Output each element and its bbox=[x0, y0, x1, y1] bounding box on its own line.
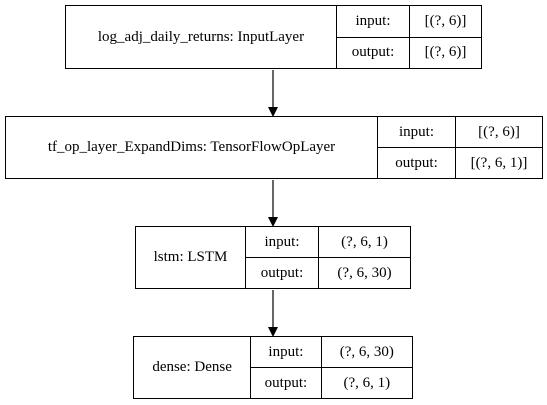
io-shapes: [(?, 6)] [(?, 6, 1)] bbox=[456, 117, 542, 178]
layer-name: dense: Dense bbox=[134, 337, 252, 398]
layer-name: log_adj_daily_returns: InputLayer bbox=[66, 6, 337, 68]
io-shapes: (?, 6, 1) (?, 6, 30) bbox=[319, 227, 410, 288]
layer-node-lstm: lstm: LSTM input: output: (?, 6, 1) (?, … bbox=[135, 226, 411, 289]
output-shape: (?, 6, 30) bbox=[337, 264, 392, 281]
layer-node-expanddims: tf_op_layer_ExpandDims: TensorFlowOpLaye… bbox=[5, 116, 543, 179]
output-shape: [(?, 6)] bbox=[424, 44, 467, 61]
io-shapes: (?, 6, 30) (?, 6, 1) bbox=[321, 337, 412, 398]
input-shape: (?, 6, 30) bbox=[321, 337, 412, 368]
io-labels: input: output: bbox=[246, 227, 319, 288]
input-shape: [(?, 6)] bbox=[456, 117, 542, 148]
output-label: output: bbox=[395, 154, 438, 171]
input-label: input: bbox=[246, 227, 318, 258]
input-label: input: bbox=[251, 337, 321, 368]
io-labels: input: output: bbox=[251, 337, 322, 398]
input-shape: (?, 6, 1) bbox=[319, 227, 410, 258]
output-shape: (?, 6, 1) bbox=[343, 374, 391, 391]
io-labels: input: output: bbox=[378, 117, 456, 178]
io-shapes: [(?, 6)] [(?, 6)] bbox=[410, 6, 481, 68]
output-label: output: bbox=[264, 374, 308, 391]
layer-name: lstm: LSTM bbox=[136, 227, 246, 288]
layer-name: tf_op_layer_ExpandDims: TensorFlowOpLaye… bbox=[6, 117, 378, 178]
output-label: output: bbox=[260, 264, 304, 281]
input-label: input: bbox=[378, 117, 455, 148]
output-label: output: bbox=[351, 44, 395, 61]
layer-node-dense: dense: Dense input: output: (?, 6, 30) (… bbox=[133, 336, 413, 399]
io-labels: input: output: bbox=[337, 6, 410, 68]
input-label: input: bbox=[337, 6, 409, 38]
layer-node-input: log_adj_daily_returns: InputLayer input:… bbox=[65, 5, 482, 69]
output-shape: [(?, 6, 1)] bbox=[470, 154, 528, 171]
input-shape: [(?, 6)] bbox=[410, 6, 481, 38]
